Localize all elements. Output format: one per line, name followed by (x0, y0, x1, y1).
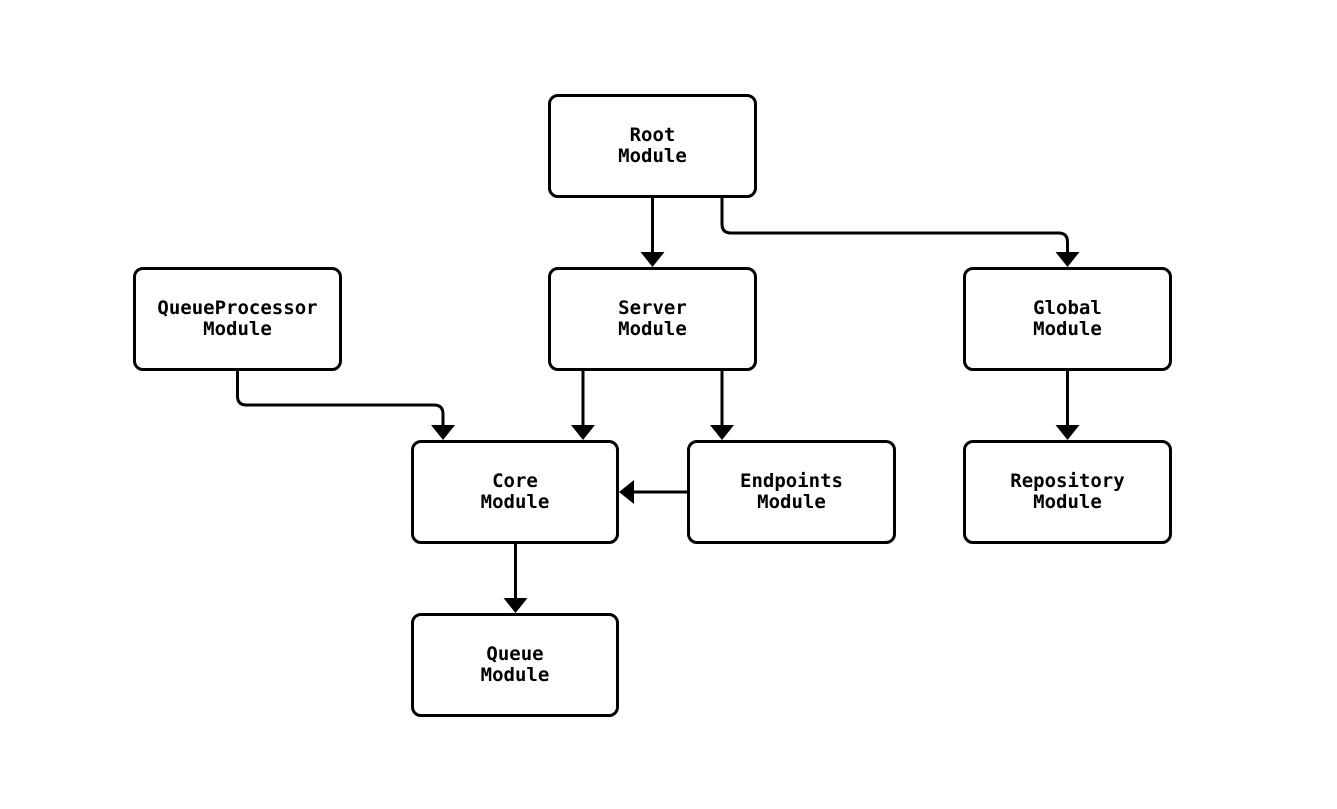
edge-queueprocessor-to-core (236, 371, 445, 425)
node-label-line: QueueProcessor (157, 296, 318, 319)
node-label-line: Global (1033, 296, 1102, 319)
node-label-line: Module (1033, 318, 1102, 340)
node-label-line: Module (618, 318, 687, 340)
node-label-line: Server (618, 296, 687, 319)
arrowhead-queueprocessor-to-core (431, 425, 455, 440)
node-label-line: Root (629, 123, 676, 146)
node-label-line: Module (757, 491, 826, 513)
arrowhead-server-to-core (571, 425, 595, 440)
arrowhead-root-to-server (640, 252, 665, 267)
arrowhead-server-to-endpoints (710, 425, 734, 440)
node-label-line: Module (203, 318, 272, 340)
arrowhead-root-to-global (1055, 252, 1080, 267)
node-label-line: Endpoints (740, 469, 843, 492)
node-label-line: Repository (1010, 469, 1125, 492)
node-label-line: Module (480, 491, 550, 513)
node-label-line: Module (1033, 491, 1102, 513)
node-label-line: Module (480, 664, 550, 686)
node-label-line: Module (618, 145, 687, 167)
edge-root-to-global (720, 198, 1069, 252)
arrowhead-endpoints-to-core (619, 480, 634, 504)
arrowhead-global-to-repository (1055, 425, 1080, 440)
node-label-line: Core (492, 469, 538, 492)
arrowhead-core-to-queue (503, 598, 528, 613)
node-label-line: Queue (486, 642, 544, 665)
